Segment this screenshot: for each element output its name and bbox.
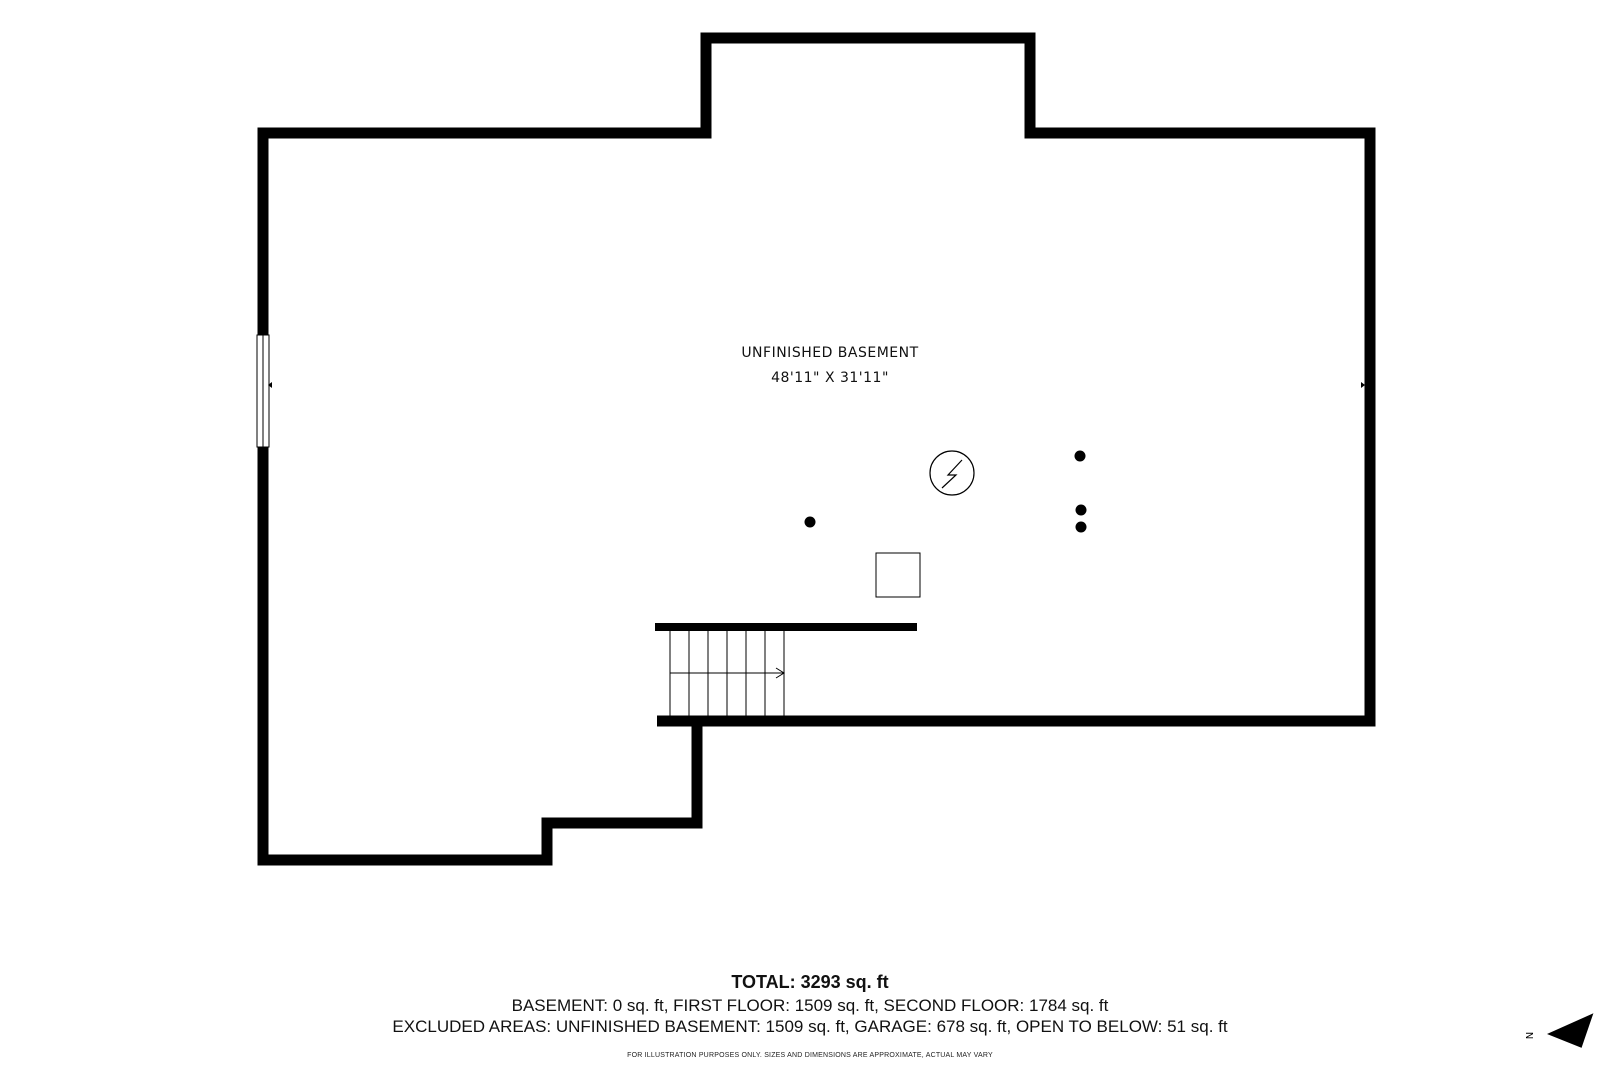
water-heater-icon — [929, 450, 975, 496]
furnace-icon — [875, 552, 921, 598]
wall-marker-icon — [268, 382, 272, 388]
support-post-icon — [1074, 450, 1086, 462]
wall-marker-icon — [405, 134, 409, 138]
north-arrow-icon — [1547, 1013, 1594, 1048]
support-post-icon — [1075, 504, 1087, 516]
staircase — [669, 631, 785, 716]
support-post-icon — [804, 516, 816, 528]
wall-marker-icon — [1361, 382, 1365, 388]
total-area: TOTAL: 3293 sq. ft — [731, 972, 889, 992]
excluded-areas: EXCLUDED AREAS: UNFINISHED BASEMENT: 150… — [392, 1017, 1228, 1036]
disclaimer: FOR ILLUSTRATION PURPOSES ONLY. SIZES AN… — [627, 1052, 993, 1059]
room-dimensions: 48'11" X 31'11" — [771, 370, 889, 386]
floor-areas: BASEMENT: 0 sq. ft, FIRST FLOOR: 1509 sq… — [511, 996, 1109, 1015]
window-icon — [256, 334, 270, 448]
compass-letter: N — [1525, 1031, 1537, 1040]
wall-marker-icon — [405, 855, 409, 859]
exterior-wall — [257, 32, 1376, 866]
room-name: UNFINISHED BASEMENT — [741, 345, 919, 361]
support-post-icon — [1075, 521, 1087, 533]
